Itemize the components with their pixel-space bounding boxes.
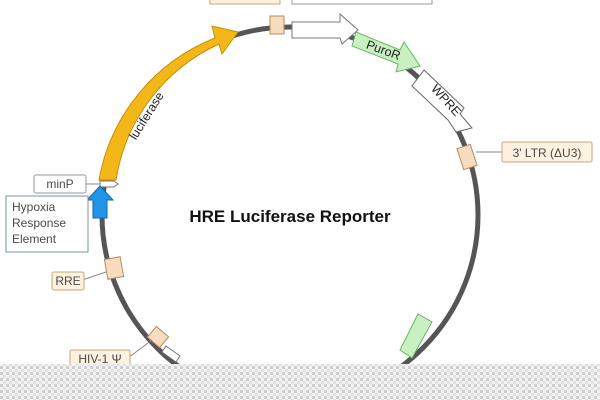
wpre-feature[interactable] bbox=[411, 69, 473, 133]
hiv-psi-tag-text: HIV-1 Ψ bbox=[78, 352, 121, 366]
puror-feature[interactable] bbox=[351, 31, 421, 73]
top-feature-arrow[interactable] bbox=[291, 12, 359, 45]
rre-block[interactable] bbox=[103, 256, 125, 280]
hre-line-3: Element bbox=[12, 232, 57, 246]
hre-feature[interactable] bbox=[85, 185, 115, 219]
ltr3-tag bbox=[501, 141, 593, 163]
hiv-psi-leader bbox=[127, 339, 153, 359]
bottom-right-green-feature[interactable] bbox=[399, 313, 433, 359]
luciferase-feature[interactable] bbox=[98, 25, 239, 181]
ltr3-tag-text: 3' LTR (ΔU3) bbox=[513, 146, 582, 160]
puror-label: PuroR bbox=[364, 38, 402, 63]
rre-leader bbox=[81, 271, 107, 281]
hiv-psi-arrow[interactable] bbox=[161, 345, 181, 363]
hre-label-box bbox=[5, 195, 89, 253]
top-ltr-block[interactable] bbox=[269, 15, 285, 35]
top-cut-label-box bbox=[209, 0, 281, 5]
minp-tag-text: minP bbox=[46, 177, 73, 191]
ltr3-block[interactable] bbox=[456, 143, 478, 171]
hre-line-2: Response bbox=[12, 216, 66, 230]
bottom-image-artifact bbox=[0, 364, 600, 400]
top-cut-label-box-2 bbox=[291, 0, 433, 5]
hre-line-1: Hypoxia bbox=[12, 200, 56, 214]
rre-tag-text: RRE bbox=[55, 274, 80, 288]
plasmid-title: HRE Luciferase Reporter bbox=[189, 207, 391, 226]
minp-feature[interactable] bbox=[99, 180, 119, 188]
hiv-psi-block[interactable] bbox=[146, 325, 170, 349]
rre-tag bbox=[51, 271, 85, 291]
